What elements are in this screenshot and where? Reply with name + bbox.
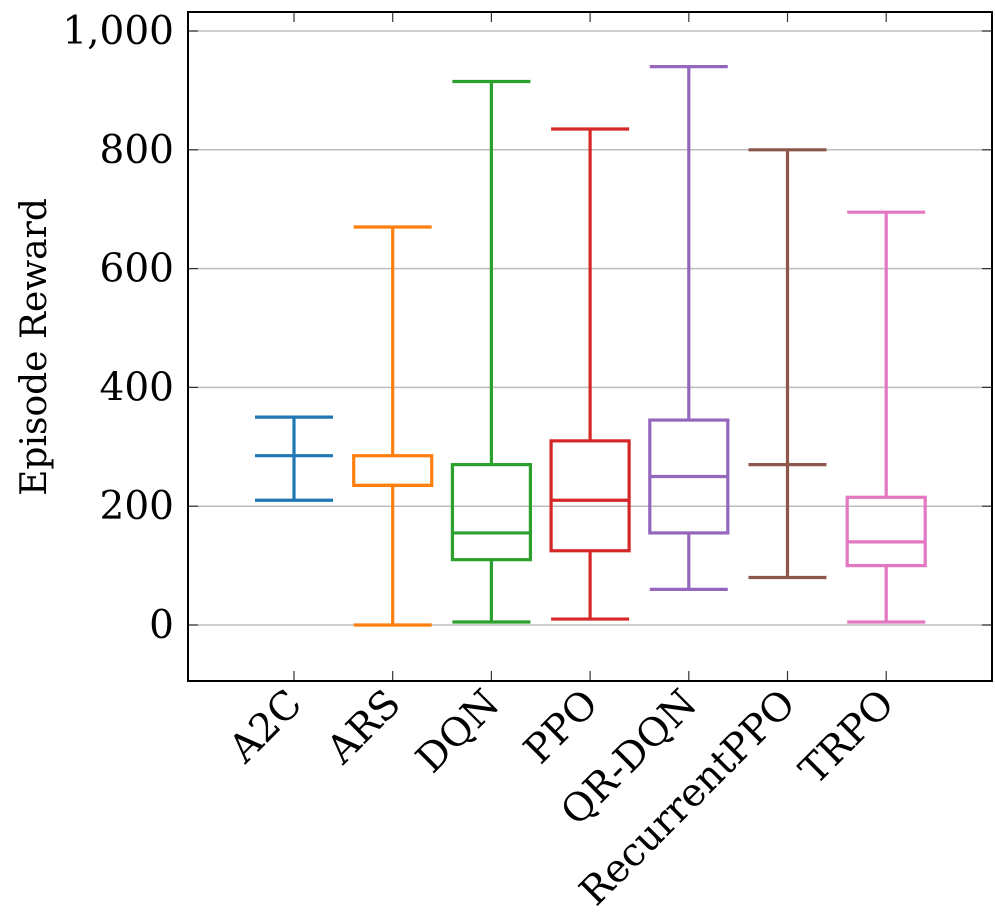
y-tick-labels: 0 200 400 600 800 1,000 [62, 9, 174, 648]
box-recurrentppo [748, 148, 827, 580]
x-tick-label: PPO [516, 681, 608, 773]
y-tick-label: 800 [100, 128, 174, 173]
box-a2c [255, 415, 333, 502]
x-tick-label: TRPO [791, 681, 903, 793]
box-dqn [450, 79, 532, 624]
box-iqr [845, 495, 927, 568]
box-qr-dqn [648, 65, 730, 591]
y-tick-label: 200 [100, 484, 174, 529]
y-axis-title: Episode Reward [14, 198, 55, 496]
x-tick-label: A2C [220, 681, 311, 772]
box-trpo [845, 210, 927, 624]
y-tick-label: 0 [149, 603, 174, 648]
box-iqr [352, 454, 434, 488]
box-series [255, 65, 927, 627]
x-tick-label: DQN [408, 681, 509, 782]
box-ppo [549, 127, 631, 621]
y-tick-label: 600 [100, 247, 174, 292]
y-tick-label: 1,000 [62, 9, 174, 54]
x-tick-label: ARS [318, 681, 410, 773]
box-iqr [450, 463, 532, 562]
axis-ticks [188, 12, 992, 681]
box-iqr [549, 439, 631, 553]
box-ars [352, 225, 434, 627]
y-tick-label: 400 [100, 365, 174, 410]
plot-frame [187, 11, 993, 682]
